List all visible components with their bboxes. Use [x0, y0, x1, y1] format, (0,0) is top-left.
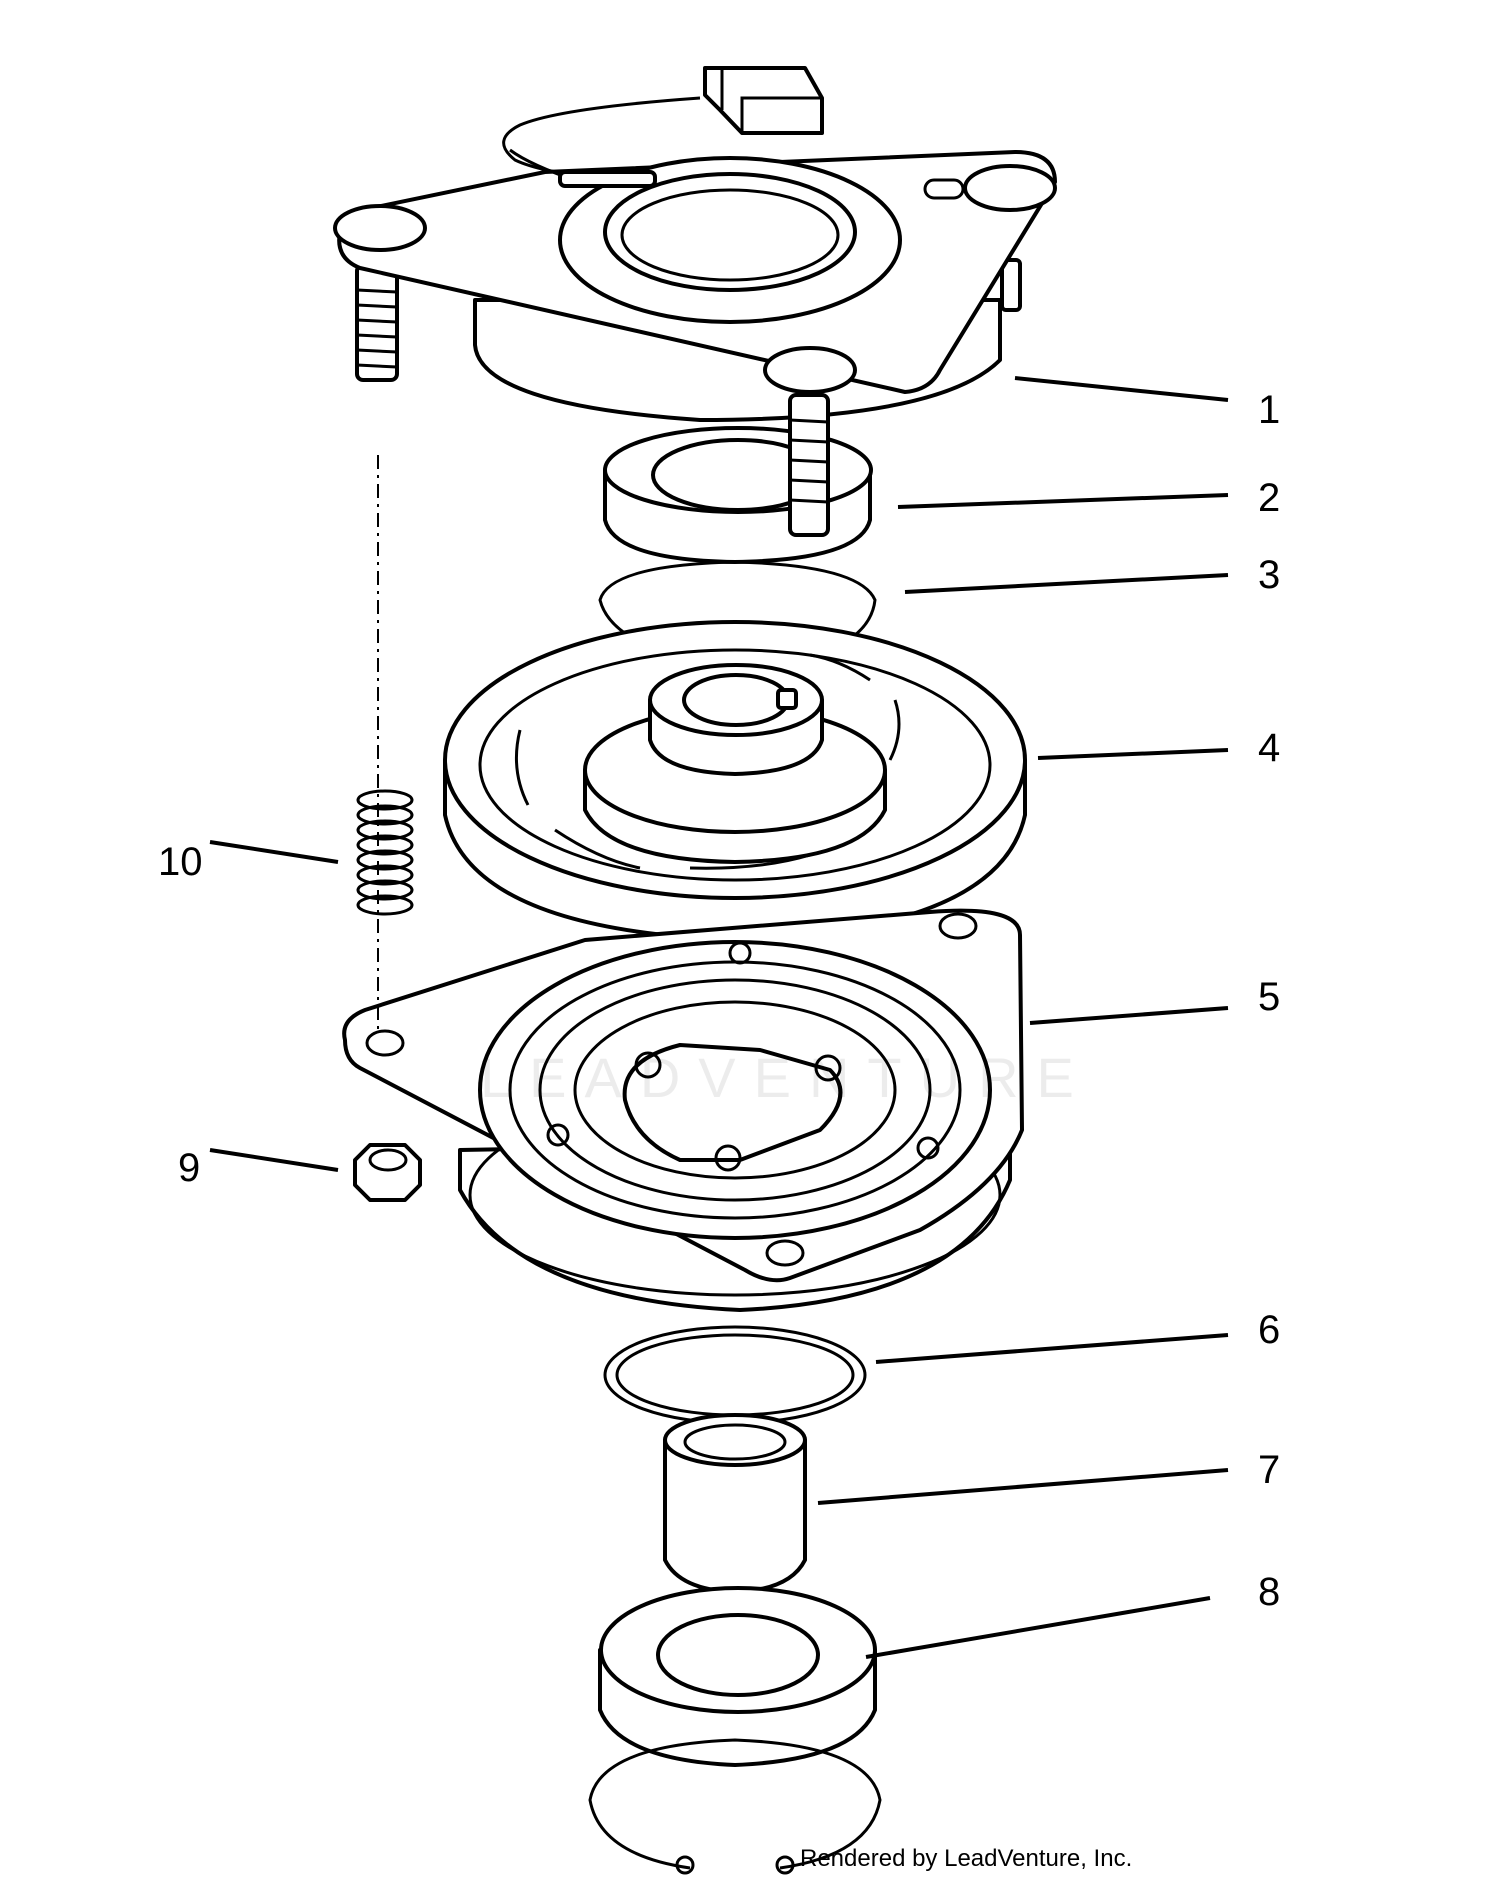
leader-10 [209, 840, 339, 864]
callout-7: 7 [1258, 1448, 1281, 1492]
leader-9 [209, 1148, 339, 1172]
leader-6 [875, 1333, 1229, 1364]
callout-2: 2 [1258, 476, 1281, 520]
part-5-brake-plate [342, 908, 1024, 1312]
callout-9: 9 [178, 1146, 201, 1190]
part-8-bearing [588, 1586, 882, 1875]
part-4-rotor [443, 620, 1027, 942]
part-6-retaining-ring [603, 1325, 867, 1425]
part-9-lock-nut [353, 1143, 422, 1202]
part-1-field-coil [333, 66, 1057, 422]
leader-1 [1014, 376, 1229, 402]
render-credit: Rendered by LeadVenture, Inc. [800, 1845, 1133, 1872]
leader-4 [1037, 748, 1229, 760]
leader-8 [865, 1596, 1211, 1659]
leader-5 [1029, 1006, 1229, 1025]
leader-3 [904, 573, 1229, 594]
leader-2 [897, 493, 1229, 509]
callout-10: 10 [158, 840, 203, 884]
leader-lines [209, 376, 1229, 1659]
callout-1: 1 [1258, 388, 1281, 432]
part-2-bearing [603, 393, 873, 564]
watermark: LEADVENTURE [480, 1046, 1092, 1109]
part-7-spacer [663, 1413, 807, 1594]
callout-5: 5 [1258, 975, 1281, 1019]
callout-6: 6 [1258, 1308, 1281, 1352]
callout-4: 4 [1258, 726, 1281, 770]
part-10-spring [356, 789, 414, 916]
leader-7 [817, 1468, 1229, 1505]
callout-3: 3 [1258, 553, 1281, 597]
callout-8: 8 [1258, 1570, 1281, 1614]
